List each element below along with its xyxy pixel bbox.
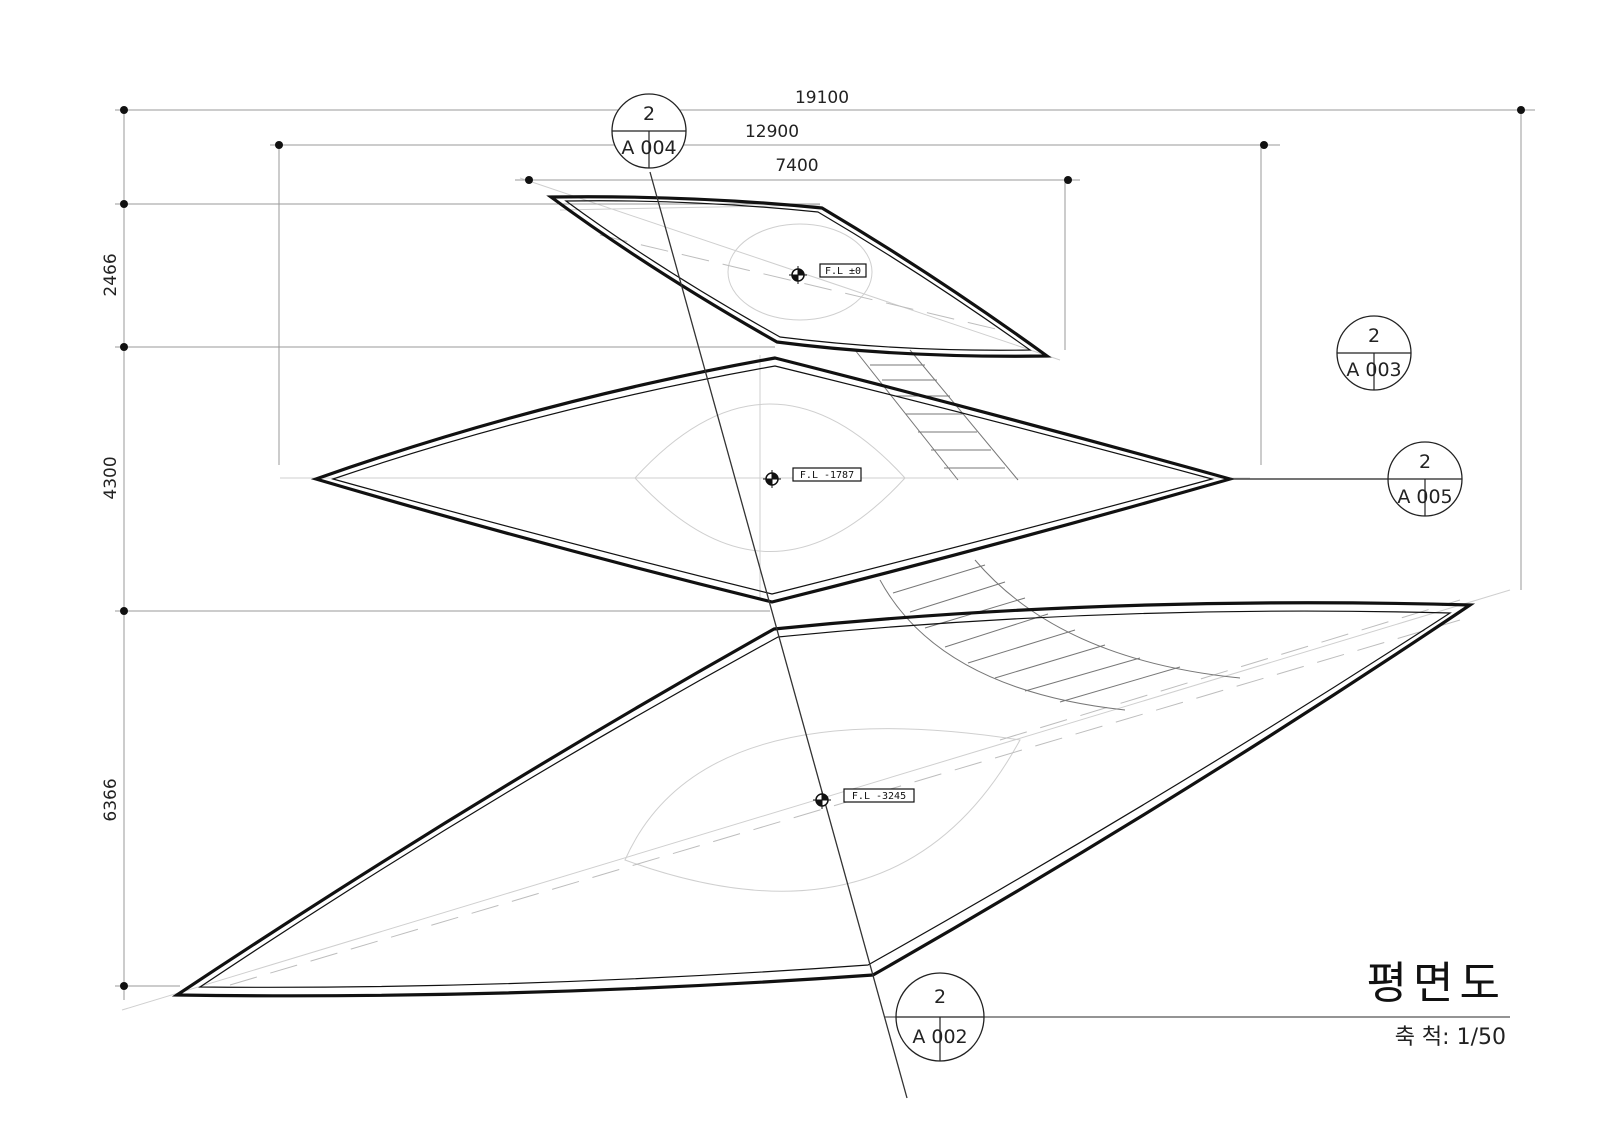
- lower-stair-hatch: [879, 559, 1241, 711]
- floor-level-marker-0: F.L ±0: [789, 263, 867, 284]
- dim-19100: 19100: [795, 88, 849, 108]
- dim-12900: 12900: [745, 122, 799, 142]
- dim-4300: 4300: [101, 456, 121, 499]
- dim-7400: 7400: [775, 156, 818, 176]
- section-tag-a002: 2 A 002: [895, 972, 985, 1062]
- dim-6366: 6366: [101, 778, 121, 821]
- floor-level-label: F.L ±0: [825, 266, 861, 277]
- section-cut-line: [649, 171, 908, 1099]
- floor-level-label: F.L -3245: [852, 791, 906, 802]
- upper-floor-plate: [546, 195, 1052, 358]
- floor-level-label: F.L -1787: [800, 470, 854, 481]
- drawing-title: 평면도: [1367, 958, 1506, 1009]
- section-tag-a005: 2 A 005: [1230, 441, 1463, 517]
- section-tag-a003: 2 A 003: [1336, 315, 1412, 391]
- construction-lines: [121, 177, 1511, 1011]
- tag-number: 2: [1368, 325, 1380, 347]
- tag-sheet: A 003: [1346, 359, 1401, 381]
- drawing-scale: 축 척: 1/50: [1395, 1025, 1506, 1050]
- tag-sheet: A 004: [621, 137, 676, 159]
- tag-sheet: A 005: [1397, 486, 1452, 508]
- tag-number: 2: [1419, 451, 1431, 473]
- tag-number: 2: [643, 103, 655, 125]
- dimension-dots: [120, 106, 1525, 990]
- section-tag-a004: 2 A 004: [611, 93, 687, 169]
- dimension-lines: [115, 109, 1535, 1000]
- tag-number: 2: [934, 986, 946, 1008]
- dim-2466: 2466: [101, 253, 121, 296]
- floor-level-marker-1: F.L -1787: [763, 467, 862, 488]
- floor-level-marker-2: F.L -3245: [813, 788, 915, 809]
- tag-sheet: A 002: [912, 1026, 967, 1048]
- upper-stair-hatch: [854, 349, 1019, 481]
